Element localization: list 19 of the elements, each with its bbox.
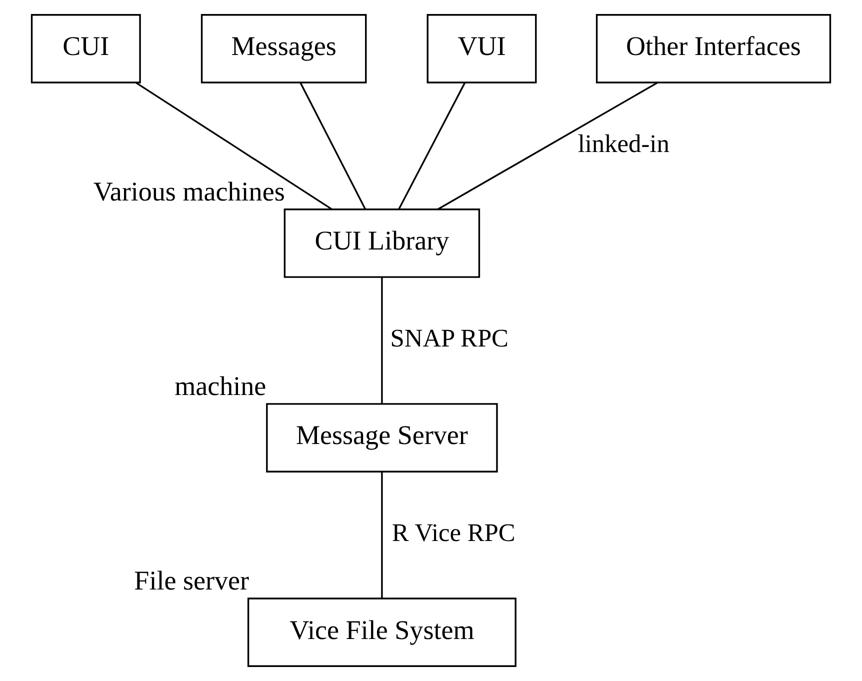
node-box: VUI: [426, 14, 537, 84]
edge-label: linked-in: [578, 130, 670, 158]
node-box: Messages: [200, 14, 367, 84]
connector: [398, 82, 466, 210]
edge-label: R Vice RPC: [392, 518, 516, 547]
node-box: Message Server: [266, 403, 498, 472]
node-label: machine: [174, 371, 266, 402]
node-label: Various machines: [93, 176, 285, 207]
edge-label: SNAP RPC: [390, 324, 508, 352]
connector: [381, 472, 383, 598]
connector: [437, 82, 658, 210]
node-box: Other Interfaces: [596, 14, 832, 84]
connector: [136, 82, 332, 210]
node-box: Vice File System: [247, 598, 516, 667]
node-box: CUI Library: [284, 208, 480, 278]
node-label: File server: [134, 566, 250, 596]
connector: [300, 82, 366, 210]
node-box: CUI: [30, 14, 141, 84]
connector: [381, 277, 383, 404]
